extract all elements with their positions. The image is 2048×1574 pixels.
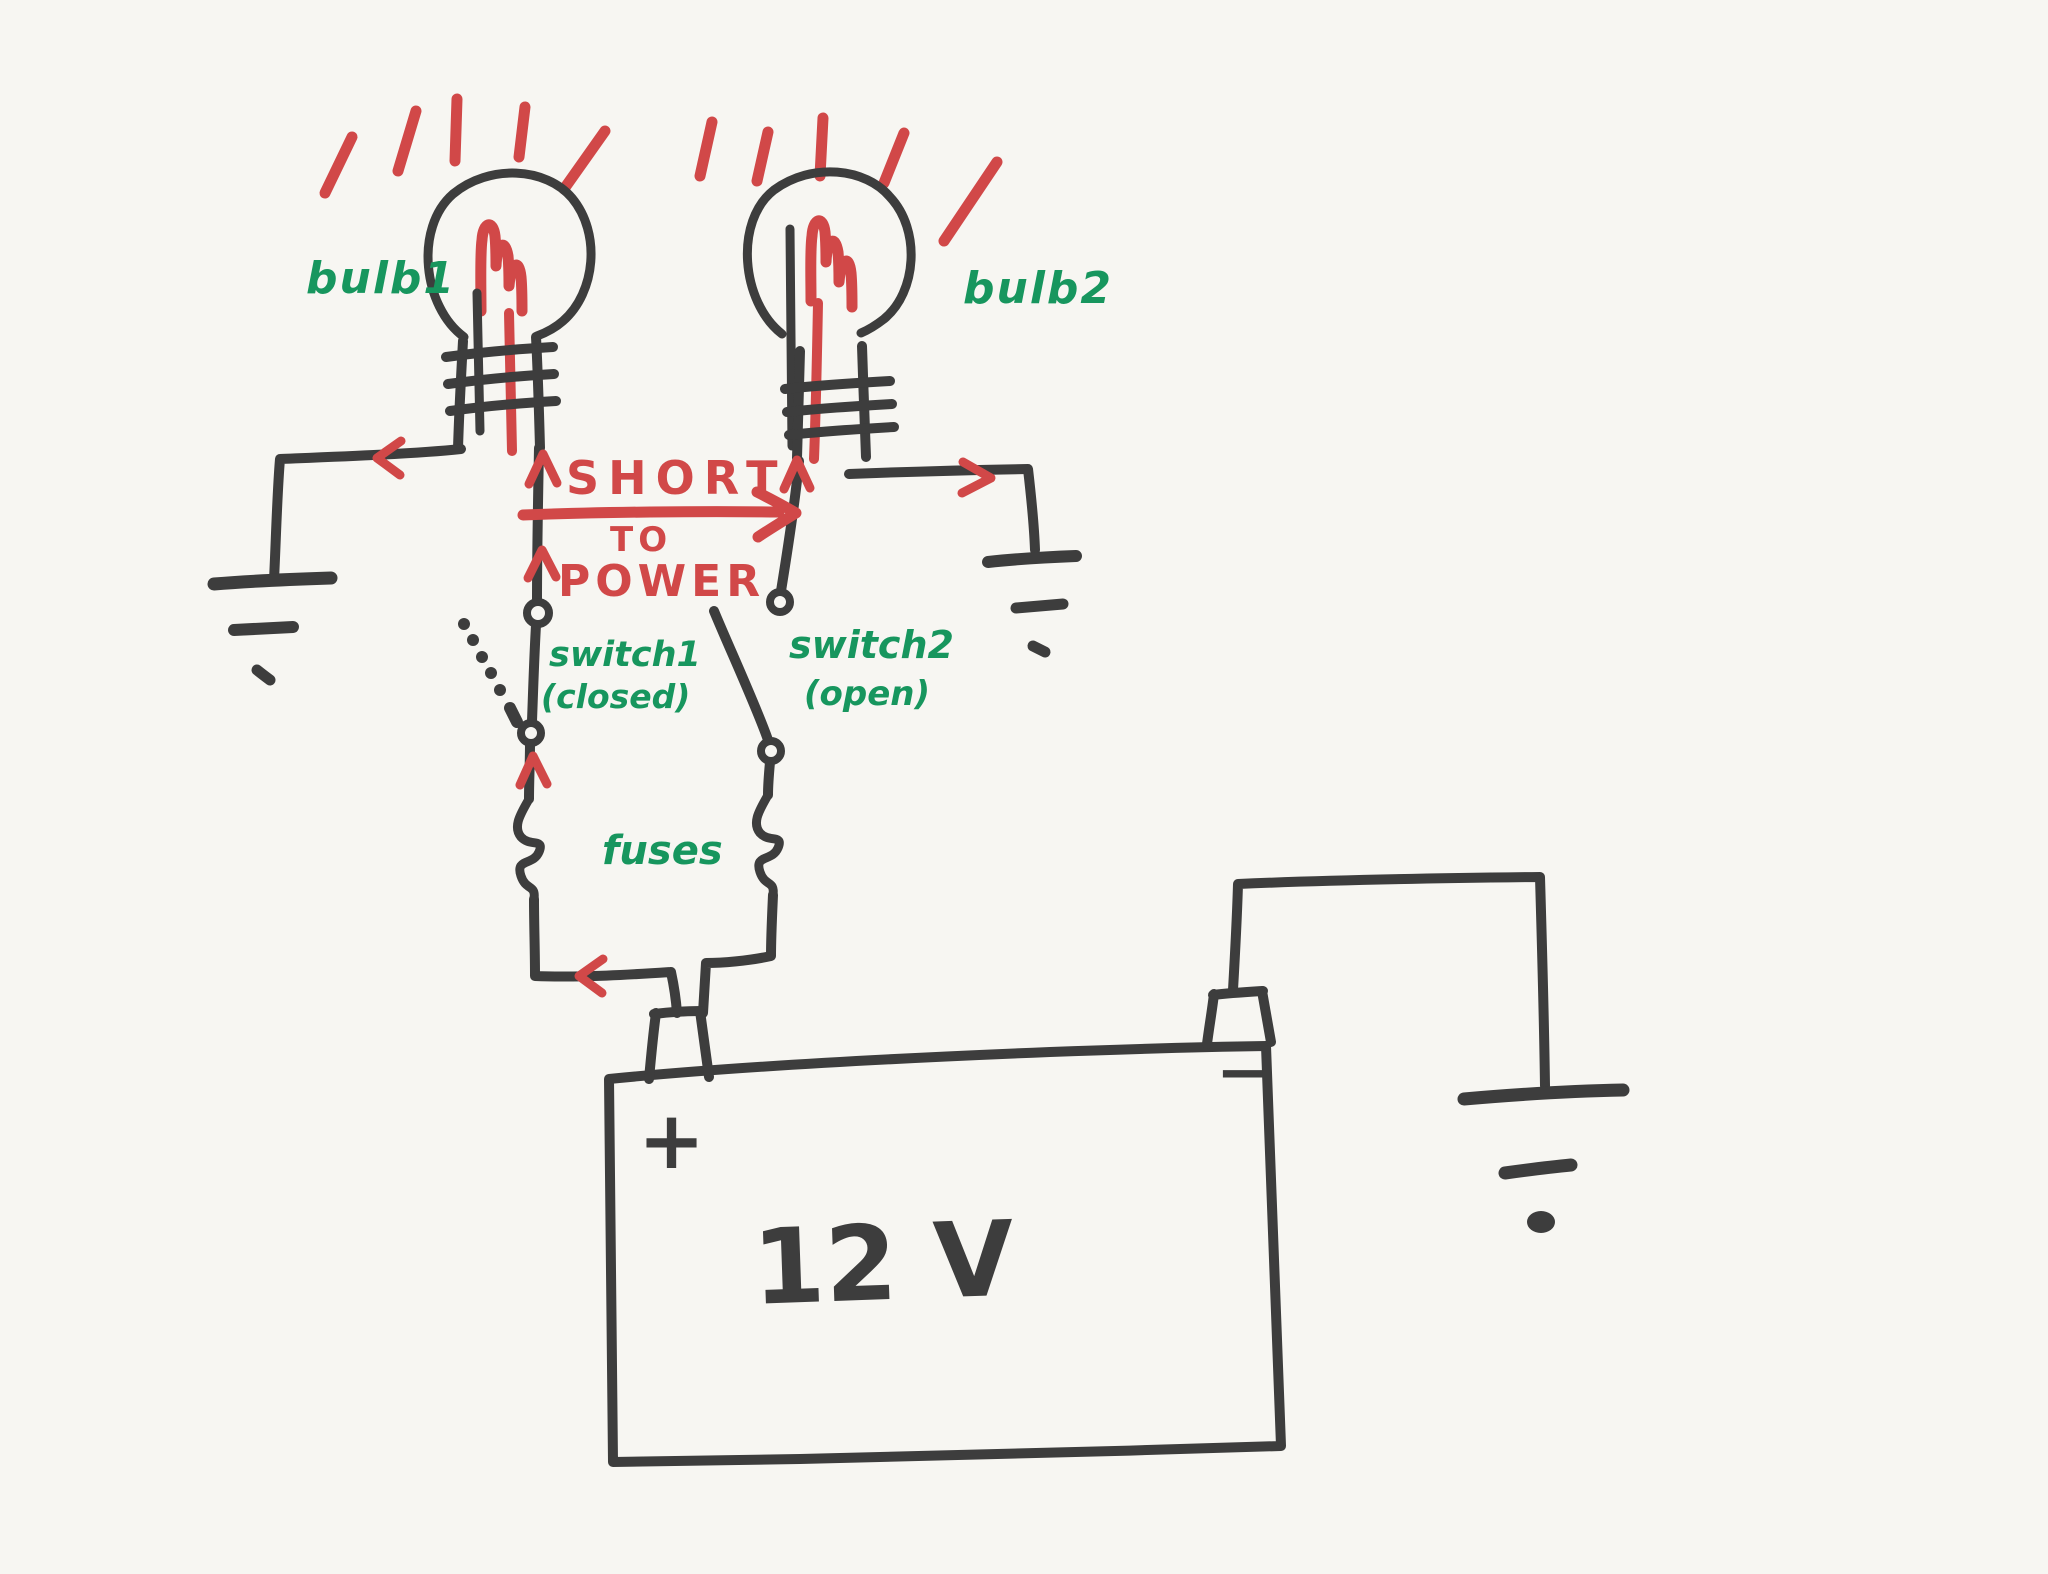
battery-voltage-label: 12 V [750, 1198, 1016, 1329]
bulb1-label: bulb1 [306, 253, 456, 304]
bulb1-base [441, 332, 561, 454]
switch2-state-label: (open) [804, 674, 930, 714]
short-to-power-annotation [372, 436, 996, 998]
light-rays-icon [694, 112, 1003, 247]
bulb1-drawing [319, 93, 611, 456]
to-label: TO [610, 520, 672, 560]
switch2-terminal [757, 737, 785, 765]
ground-symbol-left [207, 571, 338, 686]
bulb2-base [780, 341, 899, 463]
current-arrow-left [574, 954, 608, 998]
battery-body [604, 1041, 1286, 1467]
bulb2-drawing [694, 112, 1003, 464]
current-arrow-left [372, 436, 406, 480]
bulb2-filament-icon [805, 215, 858, 313]
switch1-blade [527, 620, 541, 726]
fuse1-drawing [512, 794, 545, 904]
light-rays-icon [319, 93, 611, 199]
ground-symbol-right-lower [1457, 1083, 1630, 1233]
power-label: POWER [558, 556, 765, 607]
battery-positive-post [644, 1006, 714, 1084]
bulb1-filament-icon [475, 219, 528, 317]
current-arrow-right [957, 457, 996, 498]
switch2-label: switch2 [789, 623, 954, 667]
battery-drawing: + − 12 V [604, 986, 1286, 1467]
current-arrow-up [524, 449, 562, 489]
bulb2-glass [742, 167, 916, 339]
battery-negative-post [1202, 986, 1276, 1049]
current-arrow-up [779, 455, 815, 494]
current-arrow-up [515, 751, 552, 790]
switch1-terminal [517, 719, 545, 747]
switch1-open-position-dotted [458, 618, 523, 728]
ground-symbol-right-upper [982, 550, 1082, 658]
switch1-state-label: (closed) [541, 677, 690, 716]
battery-positive-sign: + [638, 1094, 705, 1187]
fuses-label: fuses [602, 828, 723, 874]
short-arrow [517, 506, 785, 521]
switch1-drawing [458, 598, 553, 747]
short-label: SHORT [566, 451, 786, 505]
battery-negative-sign: − [1216, 1036, 1270, 1110]
bulb1-glass [423, 168, 596, 342]
switch2-blade-open [709, 606, 773, 745]
current-arrow-up [523, 545, 561, 583]
bulb2-label: bulb2 [963, 263, 1113, 314]
switch2-drawing [709, 588, 794, 765]
switch1-label: switch1 [549, 635, 701, 675]
fuse2-drawing [751, 790, 784, 900]
switch2-terminal [766, 588, 794, 616]
